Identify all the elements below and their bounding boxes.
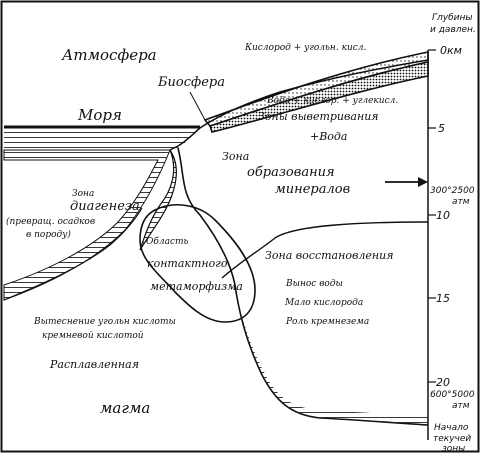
label-contact-1: Область bbox=[146, 236, 189, 247]
label-diagenesis-2: диагенеза bbox=[70, 199, 140, 214]
label-diagenesis-4: в породу) bbox=[26, 229, 71, 240]
label-silica-role: Роль кремнезема bbox=[285, 317, 369, 327]
contact-metamorphism-area bbox=[139, 204, 256, 323]
scale-atm-2: атм bbox=[452, 401, 470, 411]
scale-atm-1: атм bbox=[452, 197, 470, 207]
label-molten: Расплавленная bbox=[49, 358, 139, 371]
boundary-band bbox=[235, 290, 428, 425]
label-mineral-zone-3: минералов bbox=[275, 182, 350, 197]
label-diagenesis-3: (превращ. осадков bbox=[6, 216, 95, 227]
label-reduction-zone: Зона восстановления bbox=[265, 249, 394, 262]
label-displacement-1: Вытеснение угольн кислоты bbox=[33, 317, 176, 327]
sea-water bbox=[4, 128, 200, 150]
label-magma: магма bbox=[100, 399, 150, 417]
scale-15: 15 bbox=[436, 292, 450, 305]
label-biosphere: Биосфера bbox=[157, 75, 225, 90]
label-weathering-zone: Зоны выветривания bbox=[258, 110, 379, 123]
scale-20: 20 bbox=[436, 376, 450, 389]
label-low-oxygen: Мало кислорода bbox=[284, 298, 363, 308]
label-sea: Моря bbox=[77, 106, 122, 124]
reduction-zone-boundary bbox=[221, 221, 429, 279]
label-atmosphere: Атмосфера bbox=[61, 46, 157, 64]
biosphere-pointer bbox=[189, 91, 206, 121]
scale-header-1: Глубины bbox=[432, 13, 472, 23]
sea-floor-slope bbox=[169, 127, 201, 151]
scale-start-3: зоны bbox=[442, 444, 465, 453]
label-contact-3: метаморфизма bbox=[150, 280, 243, 293]
scale-header-2: и давлен. bbox=[430, 25, 476, 35]
water-oxygen-band bbox=[208, 61, 429, 133]
scale-5: 5 bbox=[438, 122, 445, 135]
scale-0km: 0км bbox=[440, 44, 462, 57]
label-diagenesis-1: Зона bbox=[72, 189, 94, 199]
depth-scale-ticks bbox=[428, 49, 436, 383]
scale-10: 10 bbox=[436, 209, 450, 222]
label-displacement-2: кремневой кислотой bbox=[42, 331, 144, 341]
label-contact-2: контактного bbox=[147, 257, 228, 270]
intrusion-tongue bbox=[139, 149, 177, 251]
scale-600: 600°5000 bbox=[430, 390, 475, 400]
label-water: +Вода bbox=[310, 130, 347, 143]
pressure-arrowhead bbox=[418, 177, 428, 187]
diagenesis-band bbox=[3, 149, 171, 301]
scale-300: 300°2500 bbox=[430, 186, 475, 196]
label-mineral-zone-1: Зона bbox=[222, 150, 249, 163]
surface-line bbox=[199, 59, 429, 129]
scale-start-1: Начало bbox=[434, 423, 469, 433]
label-mineral-zone-2: образования bbox=[247, 165, 335, 180]
crust-line bbox=[3, 207, 143, 301]
scale-start-2: текучей bbox=[433, 434, 471, 444]
label-water-removal: Вынос воды bbox=[285, 279, 343, 289]
label-oxygen-co2: Кислород + угольн. кисл. bbox=[244, 43, 367, 53]
label-water-oxygen-co2: Вода + кислор. + углекисл. bbox=[266, 96, 398, 106]
